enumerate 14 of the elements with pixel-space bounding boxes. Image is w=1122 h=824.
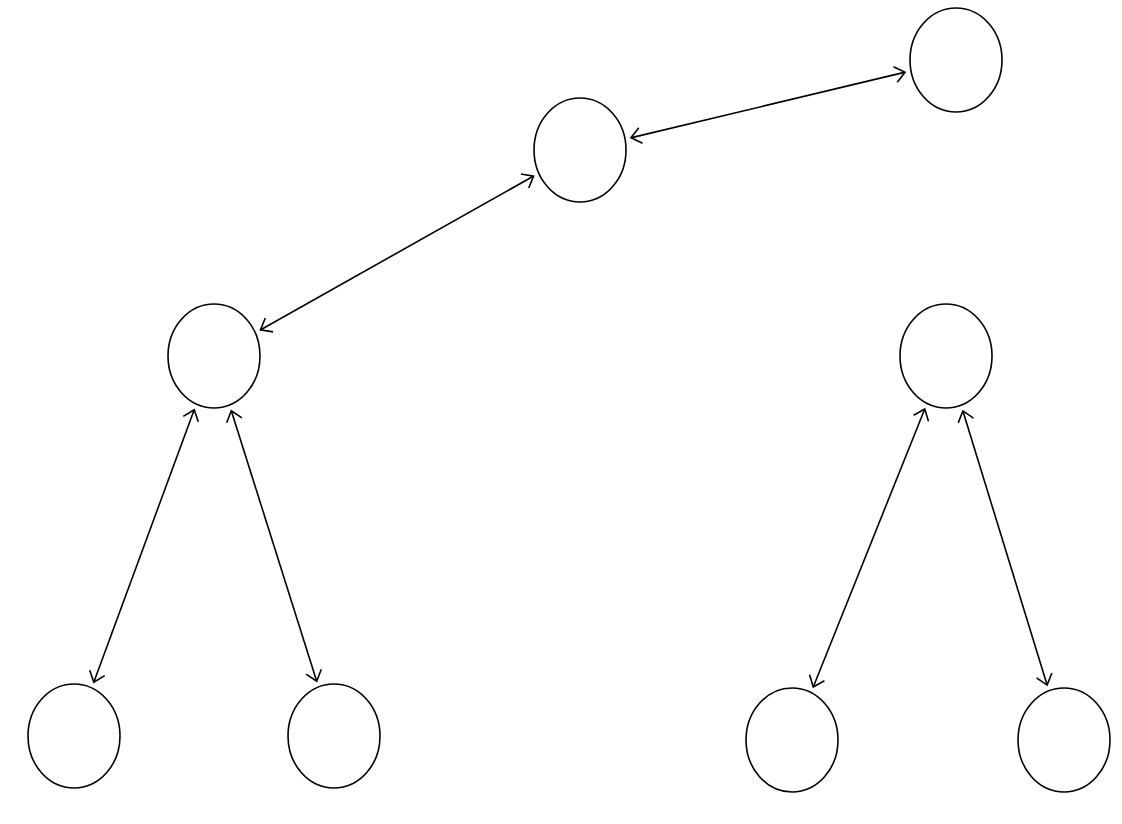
circle [167, 303, 261, 409]
circle [287, 683, 381, 789]
circle [745, 687, 839, 793]
arrow [259, 173, 535, 333]
arrow [88, 408, 200, 684]
circle [1017, 687, 1111, 793]
circle [899, 303, 993, 409]
circle [27, 683, 121, 789]
arrow [957, 409, 1053, 687]
circle [533, 97, 627, 203]
arrow [225, 409, 323, 683]
arrow [629, 65, 907, 145]
circle [909, 7, 1003, 113]
arrow [808, 407, 930, 689]
